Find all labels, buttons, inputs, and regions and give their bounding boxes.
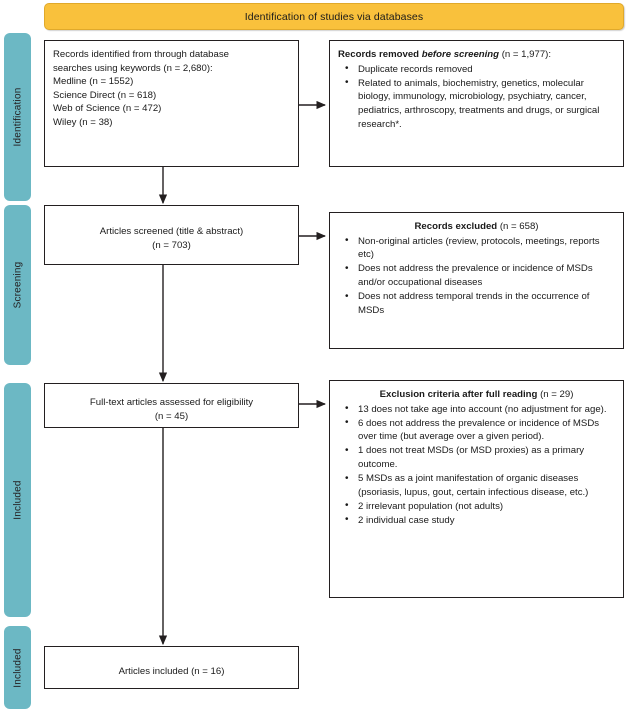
records-excluded-bullet-2: Does not address the prevalence or incid… xyxy=(345,262,615,289)
records-removed-bullet-list: Duplicate records removed Related to ani… xyxy=(338,62,615,132)
records-removed-heading: Records removed before screening (n = 1,… xyxy=(338,48,615,62)
stage-rail-included-lower: Included xyxy=(4,626,31,709)
records-excluded-bullet-1: Non-original articles (review, protocols… xyxy=(345,234,615,262)
box-articles-screened: Articles screened (title & abstract) (n … xyxy=(44,205,299,265)
records-identified-line-4: Science Direct (n = 618) xyxy=(53,89,157,101)
stage-rail-screening: Screening xyxy=(4,205,31,365)
fulltext-assessed-line-1: Full-text articles assessed for eligibil… xyxy=(89,396,254,408)
records-excluded-heading-bold: Records excluded xyxy=(414,221,498,232)
exclusion-criteria-heading: Exclusion criteria after full reading (n… xyxy=(338,388,615,402)
records-identified-line-5: Web of Science (n = 472) xyxy=(53,103,162,115)
stage-rail-identification: Identification xyxy=(4,33,31,201)
records-excluded-heading: Records excluded (n = 658) xyxy=(338,220,615,234)
stage-rail-identification-label: Identification xyxy=(12,87,23,147)
exclusion-criteria-bullet-5: 2 irrelevant population (not adults) xyxy=(345,499,615,514)
stage-rail-included-lower-label: Included xyxy=(12,647,23,688)
fulltext-assessed-line-2: (n = 45) xyxy=(154,410,189,422)
exclusion-criteria-bullet-list: 13 does not take age into account (no ad… xyxy=(338,402,615,528)
articles-screened-line-1: Articles screened (title & abstract) xyxy=(99,226,244,238)
exclusion-criteria-bullet-3: 1 does not treat MSDs (or MSD proxies) a… xyxy=(345,444,615,471)
articles-included-line-1: Articles included (n = 16) xyxy=(118,665,225,677)
records-removed-heading-prefix: Records removed xyxy=(338,49,422,60)
records-excluded-bullet-3: Does not address temporal trends in the … xyxy=(345,290,615,317)
box-records-excluded: Records excluded (n = 658) Non-original … xyxy=(329,212,624,349)
box-articles-included: Articles included (n = 16) xyxy=(44,646,299,689)
records-identified-line-6: Wiley (n = 38) xyxy=(53,117,113,129)
diagram-banner: Identification of studies via databases xyxy=(44,3,624,30)
box-exclusion-criteria: Exclusion criteria after full reading (n… xyxy=(329,380,624,598)
box-records-identified: Records identified from through database… xyxy=(44,40,299,167)
stage-rail-included-upper: Included xyxy=(4,383,31,617)
exclusion-criteria-bullet-6: 2 individual case study xyxy=(345,513,615,528)
box-records-removed: Records removed before screening (n = 1,… xyxy=(329,40,624,167)
stage-rail-included-upper-label: Included xyxy=(12,480,23,520)
records-removed-bullet-1: Duplicate records removed xyxy=(345,62,615,77)
records-removed-bullet-2: Related to animals, biochemistry, geneti… xyxy=(345,76,615,131)
banner-title: Identification of studies via databases xyxy=(244,10,424,23)
stage-rail-screening-label: Screening xyxy=(12,261,23,309)
articles-screened-line-2: (n = 703) xyxy=(152,240,191,251)
exclusion-criteria-heading-suffix: (n = 29) xyxy=(537,389,574,400)
exclusion-criteria-heading-bold: Exclusion criteria after full reading xyxy=(379,389,538,400)
records-removed-heading-italic: before screening xyxy=(421,49,500,60)
records-removed-heading-suffix: (n = 1,977): xyxy=(499,49,552,60)
exclusion-criteria-bullet-4: 5 MSDs as a joint manifestation of organ… xyxy=(345,472,615,499)
box-fulltext-assessed: Full-text articles assessed for eligibil… xyxy=(44,383,299,428)
exclusion-criteria-bullet-1: 13 does not take age into account (no ad… xyxy=(345,402,615,417)
records-identified-line-1: Records identified from through database xyxy=(53,49,229,60)
records-identified-line-2: searches using keywords (n = 2,680): xyxy=(53,62,213,74)
records-identified-line-3: Medline (n = 1552) xyxy=(53,76,134,88)
records-excluded-bullet-list: Non-original articles (review, protocols… xyxy=(338,234,615,318)
exclusion-criteria-bullet-2: 6 does not address the prevalence or inc… xyxy=(345,416,615,444)
records-excluded-heading-suffix: (n = 658) xyxy=(497,221,539,232)
